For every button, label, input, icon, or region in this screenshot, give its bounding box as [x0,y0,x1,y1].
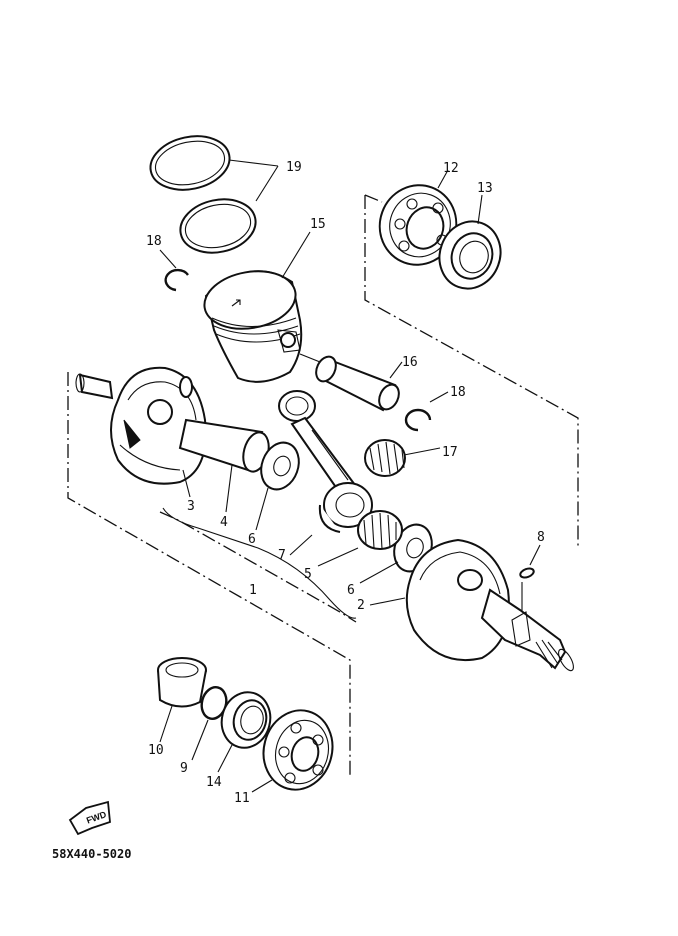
label-1: 1 [249,583,257,598]
label-8: 8 [537,530,545,545]
label-5: 5 [304,567,312,582]
label-10: 10 [148,743,164,758]
connecting-rod [278,390,373,533]
label-17: 17 [442,445,458,460]
piston-ring-lower [179,198,257,254]
label-7: 7 [278,548,286,563]
piston-ring-upper [149,135,231,191]
diagram-code: 58X440-5020 [52,847,131,861]
label-13: 13 [477,181,493,196]
forward-arrow-icon: FWD [68,800,111,836]
circlip-right [404,408,432,432]
label-15: 15 [310,217,326,232]
label-3: 3 [187,499,195,514]
label-19: 19 [286,160,302,175]
label-11: 11 [234,791,250,806]
bearing-11 [262,709,334,791]
needle-bearing-17 [364,439,406,477]
bearing-collar-10 [157,657,207,708]
label-4: 4 [220,515,228,530]
label-14: 14 [206,775,222,790]
label-6-left: 6 [248,532,256,547]
label-16: 16 [402,355,418,370]
label-18-left: 18 [146,234,162,249]
piston [203,270,321,383]
piston-pin [315,355,400,412]
washer-6-left [260,441,300,491]
circlip-left [164,268,189,292]
label-18-right: 18 [450,385,466,400]
label-2: 2 [357,598,365,613]
bearing-13 [438,220,502,290]
woodruff-key [519,567,535,579]
crank-left-half [75,366,207,485]
needle-bearing-5 [357,510,403,550]
crank-right-half [405,538,574,672]
label-9: 9 [180,761,188,776]
oil-seal-14 [220,691,272,749]
label-6-right: 6 [347,583,355,598]
label-12: 12 [443,161,459,176]
